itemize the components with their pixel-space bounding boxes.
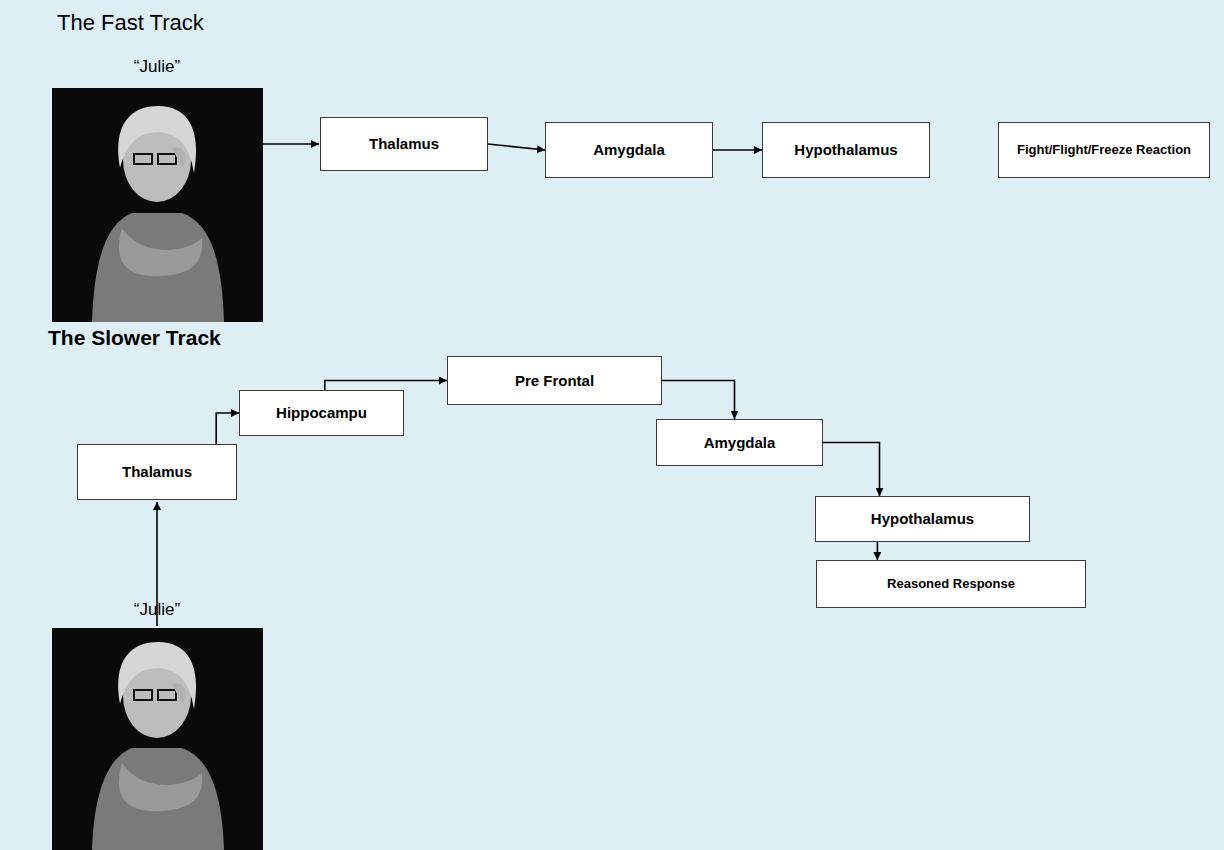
process-box: Thalamus: [77, 444, 237, 500]
box-text: Thalamus: [369, 135, 439, 153]
box-text: Hypothalamus: [794, 141, 897, 159]
flow-arrow: [488, 144, 545, 150]
box-text: Fight/Flight/Freeze Reaction: [1017, 142, 1191, 158]
process-box: Amygdala: [656, 419, 823, 466]
box-text: Amygdala: [704, 434, 776, 452]
section-heading: The Fast Track: [57, 10, 204, 36]
box-text: Pre Frontal: [515, 372, 594, 390]
process-box: Hypothalamus: [815, 496, 1030, 542]
flow-arrow: [713, 149, 762, 151]
flow-arrow: [877, 542, 879, 560]
process-box: Reasoned Response: [816, 560, 1086, 608]
box-text: Reasoned Response: [887, 576, 1015, 592]
box-text: Hippocampu: [276, 404, 367, 422]
process-box: Thalamus: [320, 117, 488, 171]
process-box: Pre Frontal: [447, 356, 662, 405]
photo-caption: “Julie”: [134, 57, 180, 77]
box-text: Thalamus: [122, 463, 192, 481]
process-box: Amygdala: [545, 122, 713, 178]
portrait-photo: [52, 88, 263, 322]
photo-caption: “Julie”: [134, 600, 180, 620]
photo-arrow: [263, 143, 319, 145]
portrait-photo: [52, 628, 263, 850]
box-text: Hypothalamus: [871, 510, 974, 528]
flow-arrow: [823, 443, 880, 497]
flow-arrow: [325, 381, 447, 391]
process-box: Hippocampu: [239, 390, 404, 436]
box-text: Amygdala: [593, 141, 665, 159]
section-heading: The Slower Track: [48, 326, 221, 350]
process-box: Fight/Flight/Freeze Reaction: [998, 122, 1210, 178]
flow-arrow: [662, 381, 735, 420]
process-box: Hypothalamus: [762, 122, 930, 178]
flow-arrow: [216, 413, 239, 444]
